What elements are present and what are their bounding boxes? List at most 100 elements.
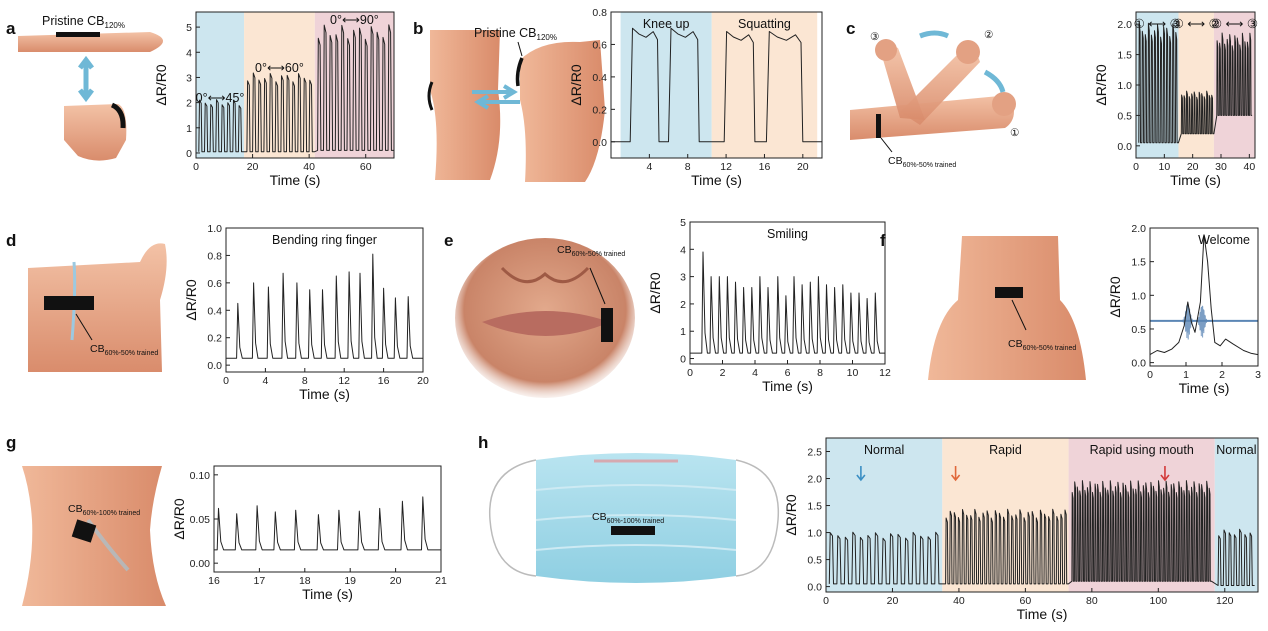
y-tick-label-e-4: 4 [680, 244, 686, 256]
x-tick-label-e-3: 6 [785, 367, 791, 379]
y-tick-label-e-5: 5 [680, 217, 686, 229]
series-line-f [1149, 234, 1259, 356]
panel-letter-e: e [444, 231, 453, 250]
y-tick-label-g-2: 0.10 [190, 470, 211, 482]
bidirectional-arrow-icon-b [472, 84, 520, 110]
sensor-label-a: Pristine CB120% [42, 14, 125, 30]
y-tick-label-d-2: 0.4 [207, 305, 222, 317]
series-line-c [1138, 22, 1253, 144]
region-b-1 [711, 12, 818, 158]
x-tick-label-b-4: 20 [797, 161, 809, 173]
bidirectional-arrow-icon [78, 55, 94, 103]
region-b-0 [620, 12, 712, 158]
sensor-label-c: CB60%-50% trained [888, 155, 956, 169]
panel-letter-d: d [6, 231, 16, 250]
x-tick-label-h-4: 80 [1086, 595, 1098, 607]
x-tick-label-h-5: 100 [1150, 595, 1168, 607]
x-tick-label-h-1: 20 [887, 595, 899, 607]
sensor-strip-image [56, 32, 100, 37]
sensor-strip-bent-knee-image [515, 57, 524, 87]
x-axis-label-d: Time (s) [299, 386, 350, 402]
x-tick-label-f-3: 3 [1255, 369, 1261, 381]
illustration-knee: Pristine CB120% [427, 26, 605, 182]
region-label-h-3: Normal [1216, 443, 1256, 457]
arm-position-1-image [850, 95, 1014, 140]
x-tick-label-e-4: 8 [817, 367, 823, 379]
ring-finger-tendon-image [70, 261, 77, 341]
x-tick-label-c-4: 40 [1243, 161, 1255, 173]
position-1-label: ① [1010, 127, 1020, 139]
pointer-line-d [75, 313, 93, 341]
region-c-1 [1178, 12, 1214, 158]
neck-image [928, 236, 1086, 380]
x-tick-label-e-6: 12 [879, 367, 891, 379]
x-tick-label-a-2: 40 [303, 161, 315, 173]
panel-letter-b: b [413, 19, 423, 38]
y-tick-label-h-5: 2.5 [807, 447, 822, 459]
y-tick-label-h-2: 1.0 [807, 528, 822, 540]
nose-image [500, 266, 590, 284]
y-tick-label-c-4: 2.0 [1117, 19, 1132, 31]
illustration-wrist: CB60%-100% trained [22, 466, 166, 606]
position-2-label: ② [984, 29, 994, 41]
chart-title-d: Bending ring finger [272, 233, 377, 247]
x-tick-label-h-6: 120 [1216, 595, 1234, 607]
x-tick-label-f-1: 1 [1183, 369, 1189, 381]
y-tick-label-a-1: 1 [186, 123, 192, 135]
region-label-h-2: Rapid using mouth [1090, 443, 1194, 457]
y-tick-label-h-4: 2.0 [807, 474, 822, 486]
series-line-h [828, 480, 1255, 586]
pointer-line-c [880, 137, 893, 153]
y-tick-label-f-3: 1.5 [1131, 257, 1146, 269]
x-tick-label-h-3: 60 [1020, 595, 1032, 607]
region-label-c-1: ① ⟷ ② [1173, 17, 1220, 31]
region-label-c-2: ② ⟷ ③ [1211, 17, 1258, 31]
x-tick-label-f-2: 2 [1219, 369, 1225, 381]
series-line-a [198, 24, 394, 153]
x-tick-label-g-0: 16 [208, 575, 220, 587]
x-tick-label-a-0: 0 [193, 161, 199, 173]
region-label-a-0: 0°⟷45° [196, 91, 245, 105]
straight-leg-image [430, 30, 501, 180]
illustration-finger: Pristine CB120% [18, 14, 163, 161]
region-h-0 [826, 438, 943, 592]
illustration-hand: CB60%-50% trained [28, 243, 167, 372]
x-axis-label-f: Time (s) [1179, 380, 1230, 396]
y-tick-label-h-0: 0.0 [807, 582, 822, 594]
region-a-2 [314, 12, 394, 158]
x-tick-label-e-2: 4 [752, 367, 758, 379]
x-tick-label-b-2: 12 [720, 161, 732, 173]
sensor-label-d: CB60%-50% trained [90, 343, 158, 357]
audio-burst-1 [1196, 305, 1209, 338]
series-line-d [226, 253, 423, 359]
y-tick-label-d-5: 1.0 [207, 223, 222, 235]
y-tick-label-e-0: 0 [680, 354, 686, 366]
y-tick-label-f-4: 2.0 [1131, 223, 1146, 235]
plot-frame-f [1149, 227, 1259, 367]
plot-frame-b [610, 11, 823, 159]
x-axis-label-a: Time (s) [270, 172, 321, 188]
bent-leg-image [520, 40, 605, 182]
x-tick-label-g-5: 21 [435, 575, 447, 587]
chart-title-e: Smiling [767, 227, 808, 241]
region-a-0 [196, 12, 245, 158]
y-tick-label-h-3: 1.5 [807, 501, 822, 513]
panel-letter-c: c [846, 19, 855, 38]
down-arrow-icon-0 [856, 466, 866, 482]
x-tick-label-c-3: 30 [1215, 161, 1227, 173]
region-label-h-1: Rapid [989, 443, 1022, 457]
x-tick-label-h-0: 0 [823, 595, 829, 607]
fist-2-image [956, 40, 980, 64]
arm-position-2-image [900, 49, 980, 126]
y-axis-label-e: ΔR/R0 [647, 272, 663, 313]
wrist-image [22, 466, 166, 606]
x-tick-label-a-3: 60 [360, 161, 372, 173]
y-tick-label-f-2: 1.0 [1131, 290, 1146, 302]
bent-finger-image [64, 104, 127, 161]
x-tick-label-a-1: 20 [247, 161, 259, 173]
y-axis-label-d: ΔR/R0 [183, 279, 199, 320]
sensor-strip-neck-image [995, 287, 1023, 298]
